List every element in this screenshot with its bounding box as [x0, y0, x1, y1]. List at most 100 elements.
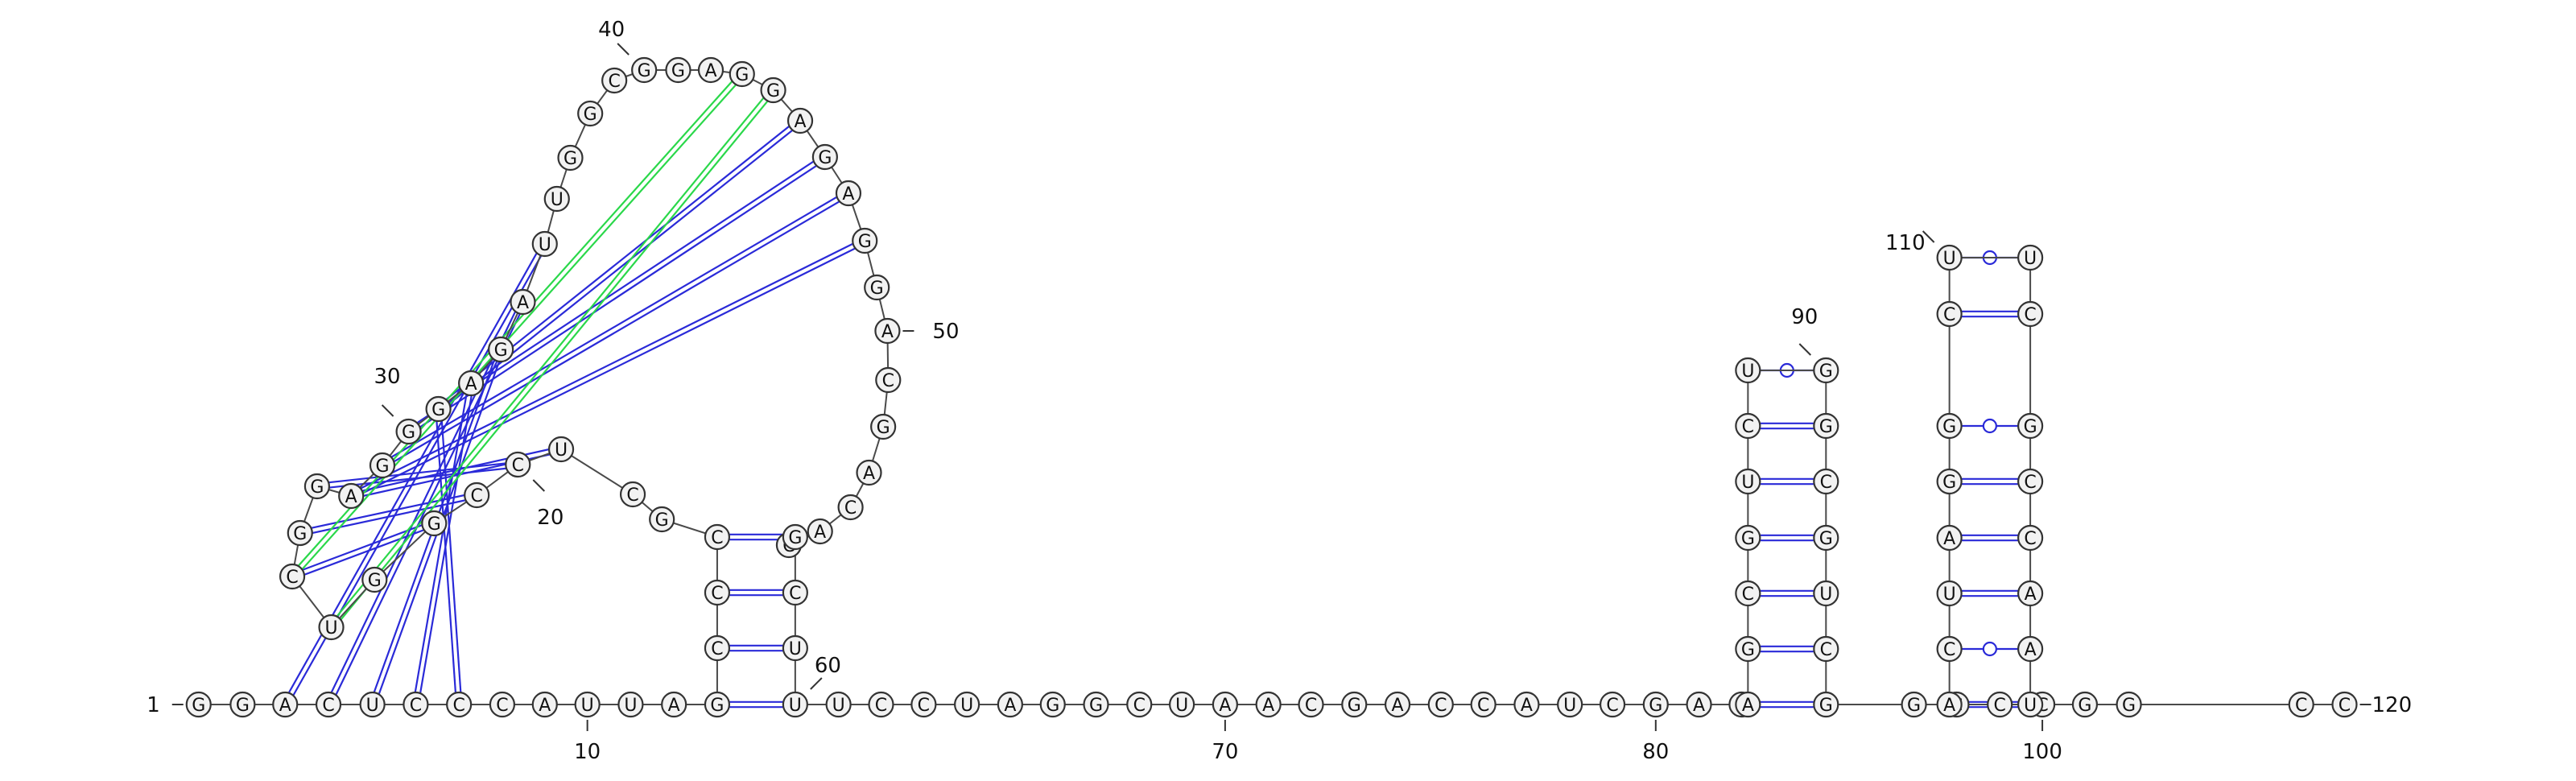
nucleotide-circle	[1936, 691, 1963, 718]
nucleotide-letter: A	[1392, 696, 1404, 716]
nucleotide-104: C	[1936, 635, 1963, 663]
watson-crick-pair	[436, 118, 799, 408]
nucleotide-letter: U	[1175, 696, 1188, 716]
nucleotide-circle	[2017, 412, 2044, 440]
nucleotide-letter: G	[1649, 696, 1662, 716]
pseudoknot-pair	[293, 75, 745, 579]
nucleotide-circle	[303, 473, 331, 500]
nucleotide-letter: G	[2024, 417, 2037, 437]
nucleotide-70: A	[1212, 691, 1238, 718]
nucleotide-circle	[631, 56, 658, 84]
nucleotide-42: A	[697, 56, 724, 84]
nucleotide-circle	[315, 691, 342, 718]
nucleotide-79: C	[1599, 691, 1626, 718]
nucleotide-letter: A	[2025, 585, 2037, 605]
nucleotide-circle	[464, 481, 490, 509]
nucleotide-21: C	[464, 481, 490, 509]
nucleotide-29: G	[369, 452, 396, 479]
nucleotide-circle	[782, 691, 808, 718]
nucleotide-circle	[1813, 412, 1839, 440]
nucleotide-letter: C	[1820, 473, 1832, 493]
position-label: 1	[147, 693, 160, 717]
nucleotide-circle	[1735, 524, 1761, 552]
nucleotide-letter: G	[1819, 529, 1833, 549]
position-tick	[532, 479, 546, 492]
nucleotide-circle	[1936, 412, 1963, 440]
nucleotide-101: G	[2071, 691, 2099, 718]
nucleotide-3: A	[272, 691, 299, 718]
nucleotide-62: C	[868, 691, 894, 718]
nucleotide-34: A	[510, 288, 536, 316]
nucleotide-letter: U	[2024, 249, 2037, 269]
nucleotide-circle	[782, 523, 808, 551]
nucleotide-46: G	[811, 143, 838, 171]
position-label-layer: 1102030405060708090100110120122	[147, 18, 2412, 764]
nucleotide-circle	[649, 506, 675, 533]
nucleotide-letter: C	[2024, 473, 2036, 493]
nucleotide-letter: C	[1435, 696, 1447, 716]
nucleotide-circle	[1813, 691, 1839, 718]
nucleotide-letter: C	[882, 371, 894, 391]
nucleotide-circle	[1169, 691, 1195, 718]
nucleotide-circle	[1298, 691, 1324, 718]
nucleotide-letter: G	[494, 341, 508, 361]
nucleotide-letter: C	[286, 568, 298, 588]
nucleotide-letter: G	[375, 457, 389, 477]
nucleotide-circle	[1936, 468, 1963, 495]
nucleotide-circle	[1735, 468, 1761, 495]
nucleotide-77: A	[1513, 691, 1540, 718]
nucleotide-letter: C	[711, 584, 723, 604]
nucleotide-circle	[704, 634, 731, 662]
nucleotide-37: G	[557, 144, 584, 171]
nucleotide-25: C	[279, 563, 306, 590]
nucleotide-circle	[807, 518, 833, 545]
nucleotide-circle	[1813, 357, 1839, 384]
nucleotide-95: C	[1813, 635, 1839, 663]
nucleotide-letter: A	[704, 61, 716, 81]
nucleotide-circle	[1557, 691, 1583, 718]
nucleotide-16: C	[704, 523, 731, 551]
position-tick	[810, 677, 823, 690]
tick-layer	[171, 43, 2372, 731]
nucleotide-letter: G	[638, 61, 651, 81]
nucleotide-letter: U	[1943, 585, 1956, 605]
nucleotide-97: G	[1901, 691, 1927, 718]
nucleotide-letter: G	[564, 149, 577, 169]
nucleotide-circle	[279, 563, 306, 590]
nucleotide-letter: A	[881, 322, 894, 342]
nucleotide-circle	[1936, 635, 1963, 663]
watson-crick-pair	[380, 190, 848, 465]
nucleotide-4: C	[315, 691, 342, 718]
nucleotide-circle	[811, 143, 838, 171]
nucleotide-circle	[425, 395, 452, 423]
nucleotide-circle	[1599, 691, 1626, 718]
nucleotide-87: U	[1735, 468, 1761, 495]
nucleotide-circle	[1936, 580, 1963, 607]
nucleotide-108: G	[1936, 412, 1963, 440]
nucleotide-letter: A	[1693, 696, 1705, 716]
nucleotide-letter: U	[1943, 249, 1956, 269]
nucleotide-48: G	[852, 227, 878, 254]
nucleotide-111: U	[2017, 244, 2044, 271]
nucleotide-letter: U	[366, 696, 379, 716]
nucleotide-18: C	[619, 481, 646, 508]
nucleotide-circle	[782, 634, 808, 662]
nucleotide-78: U	[1557, 691, 1583, 718]
nucleotide-circle	[2017, 580, 2044, 607]
nucleotide-22: G	[421, 510, 448, 537]
nucleotide-circle	[1513, 691, 1540, 718]
nucleotide-2: G	[229, 691, 256, 718]
nucleotide-letter: G	[1942, 417, 1956, 437]
nucleotide-107: G	[1936, 468, 1963, 495]
nucleotide-84: G	[1735, 635, 1761, 663]
nucleotide-letter: G	[310, 477, 324, 498]
nucleotide-letter: G	[877, 418, 890, 438]
pseudoknot-pair	[289, 72, 741, 576]
nucleotide-letter: U	[581, 696, 594, 716]
nucleotide-73: G	[1341, 691, 1368, 718]
nucleotide-61: U	[825, 691, 852, 718]
nucleotide-circle	[2017, 691, 2044, 718]
nucleotide-circle	[1813, 580, 1839, 607]
pseudoknot-pair	[328, 88, 772, 626]
nucleotide-circle	[1686, 691, 1712, 718]
